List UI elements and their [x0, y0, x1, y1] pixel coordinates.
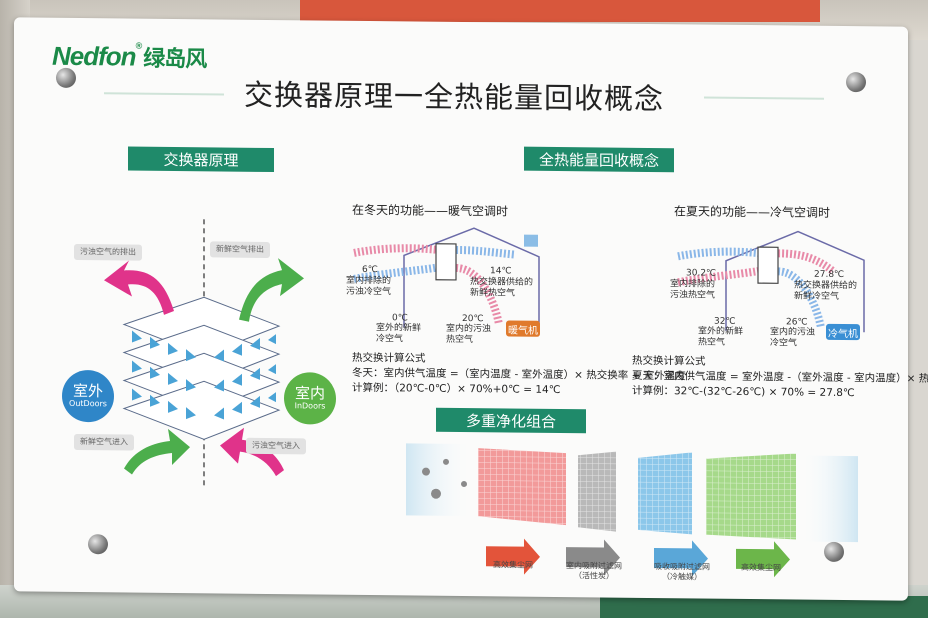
label-fresh-in: 新鲜空气进入: [74, 434, 134, 451]
outdoors-cn: 室外: [73, 383, 103, 399]
stage-3-label: 吸收吸附过滤网（冷触媒）: [650, 562, 714, 583]
indoors-cn: 室内: [295, 385, 325, 401]
indoors-badge: 室内 InDoors: [284, 372, 336, 425]
label-fresh-out: 新鲜空气排出: [210, 241, 270, 258]
arrow-fresh-in: [124, 428, 190, 475]
summer-formula-title: 热交换计算公式: [632, 354, 706, 369]
winter-formula-title: 热交换计算公式: [352, 351, 426, 366]
screw-top-right: [846, 72, 866, 92]
winter-t1-desc: 室内排除的污浊冷空气: [346, 276, 396, 299]
summer-t2-temp: 27.8℃: [814, 270, 844, 281]
summer-t1-temp: 30.2℃: [686, 268, 716, 279]
page-title: 交换器原理一全热能量回收概念: [244, 72, 664, 118]
summer-t1-desc: 室内排除的污浊热空气: [670, 279, 720, 302]
winter-t1-temp: 6℃: [362, 265, 378, 276]
stage-2-label: 室内吸附过滤网（活性炭）: [562, 561, 626, 582]
display-board: Nedfon®绿岛风 交换器原理一全热能量回收概念 交换器原理 全热能量回收概念…: [14, 17, 908, 600]
summer-example: 计算例：32℃-(32℃-26℃) × 70% = 27.8℃: [632, 384, 855, 400]
outdoors-badge: 室外 OutDoors: [62, 370, 114, 423]
winter-heading: 在冬天的功能——暖气空调时: [352, 201, 508, 220]
winter-heater-badge: 暖气机: [506, 320, 540, 336]
winter-t4-desc: 室内的污浊热空气: [446, 324, 496, 347]
summer-heading: 在夏天的功能——冷气空调时: [674, 202, 830, 221]
title-rule-left: [104, 92, 224, 95]
winter-t3-desc: 室外的新鲜冷空气: [376, 323, 426, 346]
tag-purification: 多重净化组合: [436, 408, 586, 434]
screw-bottom-left: [88, 534, 108, 554]
label-exhaust-in: 污浊空气进入: [246, 438, 306, 455]
winter-t2-temp: 14℃: [490, 266, 512, 277]
outdoors-en: OutDoors: [69, 399, 107, 409]
background-red-banner: [300, 0, 820, 22]
arrow-exhaust-out: [104, 260, 174, 315]
filter-stack-illustration: [406, 431, 866, 586]
label-exhaust-out: 污浊空气的排出: [74, 244, 142, 261]
exchanger-diagram: [54, 218, 354, 521]
arrow-fresh-out: [239, 258, 304, 323]
summer-t3-desc: 室外的新鲜热空气: [698, 326, 748, 349]
stage-1-label: 高效集尘网: [486, 560, 540, 571]
winter-t2-desc: 热交换器供给的新鲜热空气: [470, 277, 540, 300]
summer-t4-desc: 室内的污浊冷空气: [770, 327, 820, 350]
summer-t2-desc: 热交换器供给的新鲜冷空气: [794, 280, 864, 303]
summer-ac-badge: 冷气机: [826, 324, 860, 340]
brand-name-cn: 绿岛风: [143, 46, 206, 72]
winter-example: 计算例：（20℃-0℃）× 70%+0℃ = 14℃: [352, 381, 561, 397]
brand-logo: Nedfon®绿岛风: [52, 40, 206, 74]
tag-exchanger-principle: 交换器原理: [128, 147, 274, 173]
brand-name-en: Nedfon: [52, 41, 136, 72]
brand-mark: ®: [136, 41, 142, 51]
title-rule-right: [704, 97, 824, 100]
indoors-en: InDoors: [295, 401, 326, 411]
stage-4-label: 高效集尘网: [734, 563, 788, 574]
tag-heat-recovery: 全热能量回收概念: [524, 147, 674, 173]
